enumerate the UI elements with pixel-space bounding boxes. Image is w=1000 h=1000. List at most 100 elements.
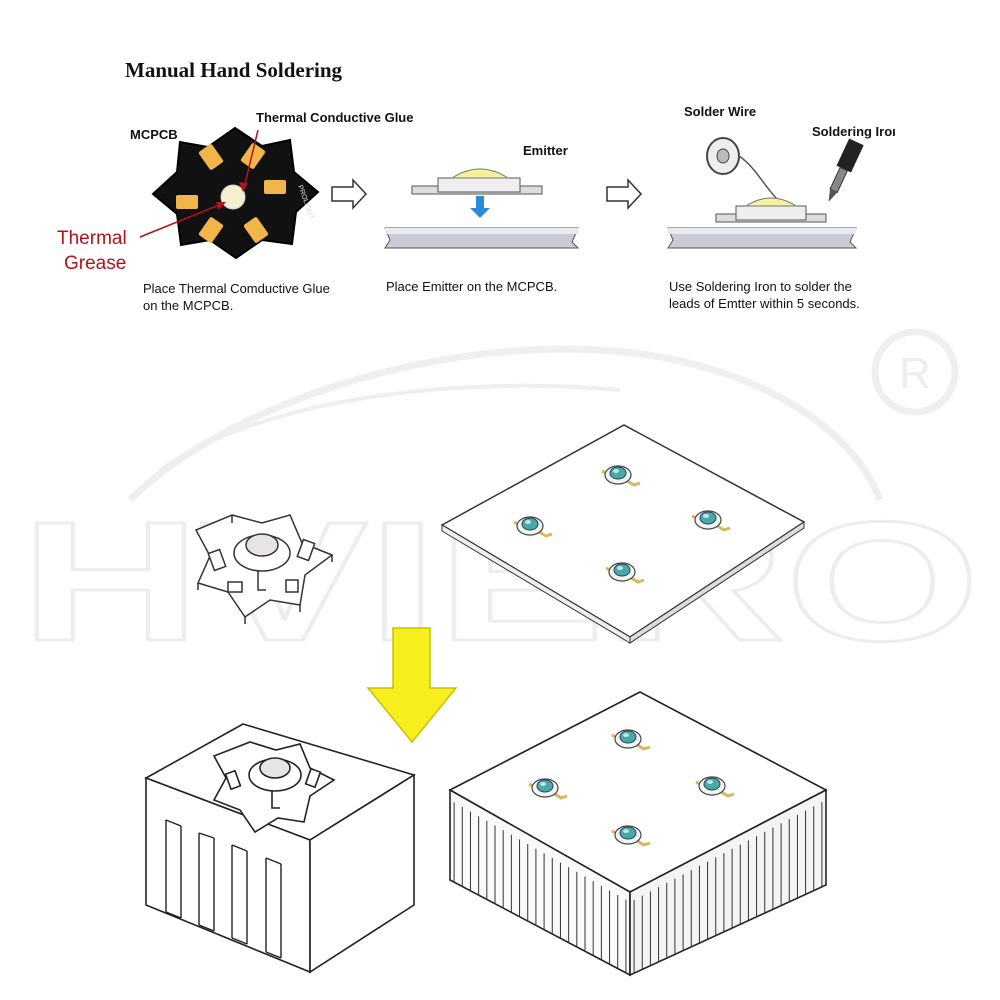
step2-caption: Place Emitter on the MCPCB. — [386, 279, 558, 294]
placement-down-arrow-shaft — [476, 196, 484, 208]
large-heatsink — [448, 691, 828, 977]
lineart-pad-4 — [285, 579, 299, 593]
led-highlight — [525, 520, 531, 524]
led-lens — [609, 466, 627, 480]
heatsink-pad-2 — [304, 767, 322, 789]
watermark-swoosh-inner — [158, 383, 621, 472]
led-emitter-bottom-4 — [611, 825, 651, 847]
iron-handle — [836, 138, 864, 173]
glue-pointer-line — [243, 129, 259, 189]
grease-pointer-line — [139, 202, 225, 238]
orange-pads — [176, 143, 286, 243]
led-emitter-mid-1 — [601, 465, 641, 487]
fin-slot-2 — [198, 833, 215, 931]
pad-5 — [198, 217, 224, 243]
small-heatsink-fins — [165, 819, 282, 959]
fin-slot-bottoms — [165, 911, 282, 959]
step3-caption-line1: Use Soldering Iron to solder the — [669, 279, 852, 294]
emitter-body — [437, 177, 521, 193]
soldered-emitter-lens — [744, 197, 798, 207]
led-emitter-mid-4 — [605, 562, 645, 584]
step3-mcpcb-top — [668, 228, 856, 234]
led-highlight — [703, 514, 709, 518]
small-heatsink-side — [309, 773, 415, 974]
solder-wire-label: Solder Wire — [684, 104, 757, 119]
heatsink-led-group — [528, 729, 735, 847]
led-highlight — [613, 469, 619, 473]
emitter-label: Emitter — [523, 143, 568, 158]
led-lens — [521, 517, 539, 531]
fin-slot-tops — [165, 819, 282, 865]
plate-with-leds — [440, 424, 806, 644]
pad-1 — [198, 144, 224, 170]
grease-pointer-arrowhead — [216, 202, 226, 210]
plate-edge-right — [629, 521, 805, 644]
mcpcb-label: MCPCB — [130, 127, 178, 142]
lineart-pad-3 — [227, 581, 243, 593]
lineart-pad-2 — [296, 538, 316, 562]
pad-3 — [264, 180, 286, 194]
iron-tip — [828, 189, 838, 202]
pad-2 — [240, 143, 266, 169]
emitter-lens — [450, 168, 510, 179]
pad-6 — [243, 217, 269, 243]
heatsink-emitter-lens — [259, 757, 291, 779]
soldered-emitter-body — [735, 205, 807, 221]
large-heatsink-fins-side — [633, 802, 823, 974]
page-title: Manual Hand Soldering — [125, 58, 343, 82]
step1-caption-line2: on the MCPCB. — [143, 298, 234, 313]
step3-caption-line2: leads of Emtter within 5 seconds. — [669, 296, 860, 311]
led-emitter-bottom-2 — [528, 778, 568, 800]
led-lens — [536, 779, 554, 793]
iron-shaft — [829, 166, 849, 194]
led-emitter-mid-2 — [513, 516, 553, 538]
pad-4 — [176, 195, 198, 209]
thermal-grease-label-line1: Thermal — [57, 228, 127, 249]
lineart-pad-1 — [207, 548, 227, 572]
soldering-iron-icon — [828, 138, 864, 202]
thermal-pad-center — [220, 184, 246, 210]
led-highlight — [540, 782, 546, 786]
soldering-iron-label: Soldering Iroı — [812, 124, 896, 139]
led-emitter-bottom-1 — [611, 729, 651, 751]
led-lens — [619, 826, 637, 840]
fin-slot-4 — [265, 858, 282, 958]
lineart-emitter-lens — [245, 533, 279, 557]
registered-mark-icon — [871, 328, 959, 416]
flow-arrow-2-icon — [606, 178, 643, 210]
led-highlight — [617, 566, 623, 570]
led-emitter-bottom-3 — [695, 776, 735, 798]
placement-down-arrow-icon — [470, 208, 490, 218]
led-lens — [619, 730, 637, 744]
thermal-grease-label-line2: Grease — [64, 253, 127, 274]
flow-arrow-1-icon — [331, 178, 368, 210]
plate-led-group — [513, 465, 731, 584]
mcpcb-side-top — [385, 228, 578, 234]
led-lens — [699, 511, 717, 525]
led-highlight — [623, 733, 629, 737]
down-arrow-icon — [366, 627, 458, 744]
watermark-swoosh — [127, 345, 884, 503]
watermark-registered-letter: R — [899, 349, 931, 398]
led-emitter-mid-3 — [691, 510, 731, 532]
flow-arrows — [331, 178, 643, 210]
mcpcb-star-board: PROLIGHT — [151, 126, 320, 260]
led-lens — [613, 563, 631, 577]
thermal-glue-label: Thermal Conductive Glue — [256, 110, 414, 125]
fin-slot-3 — [231, 845, 248, 944]
lineart-emitter-lead — [257, 570, 266, 591]
led-highlight — [707, 780, 713, 784]
fin-slot-1 — [165, 820, 182, 918]
glue-pointer-arrowhead — [239, 182, 248, 192]
watermark — [127, 328, 959, 503]
heatsink-pad-1 — [224, 769, 242, 791]
soldering-illustration — [667, 137, 864, 249]
led-lens — [703, 777, 721, 791]
small-heatsink — [144, 723, 416, 974]
large-heatsink-side — [629, 788, 827, 977]
led-highlight — [623, 829, 629, 833]
lineart-board-edge — [197, 515, 333, 624]
heatsink-emitter-lead — [271, 790, 280, 809]
large-heatsink-fins-front — [453, 802, 627, 973]
